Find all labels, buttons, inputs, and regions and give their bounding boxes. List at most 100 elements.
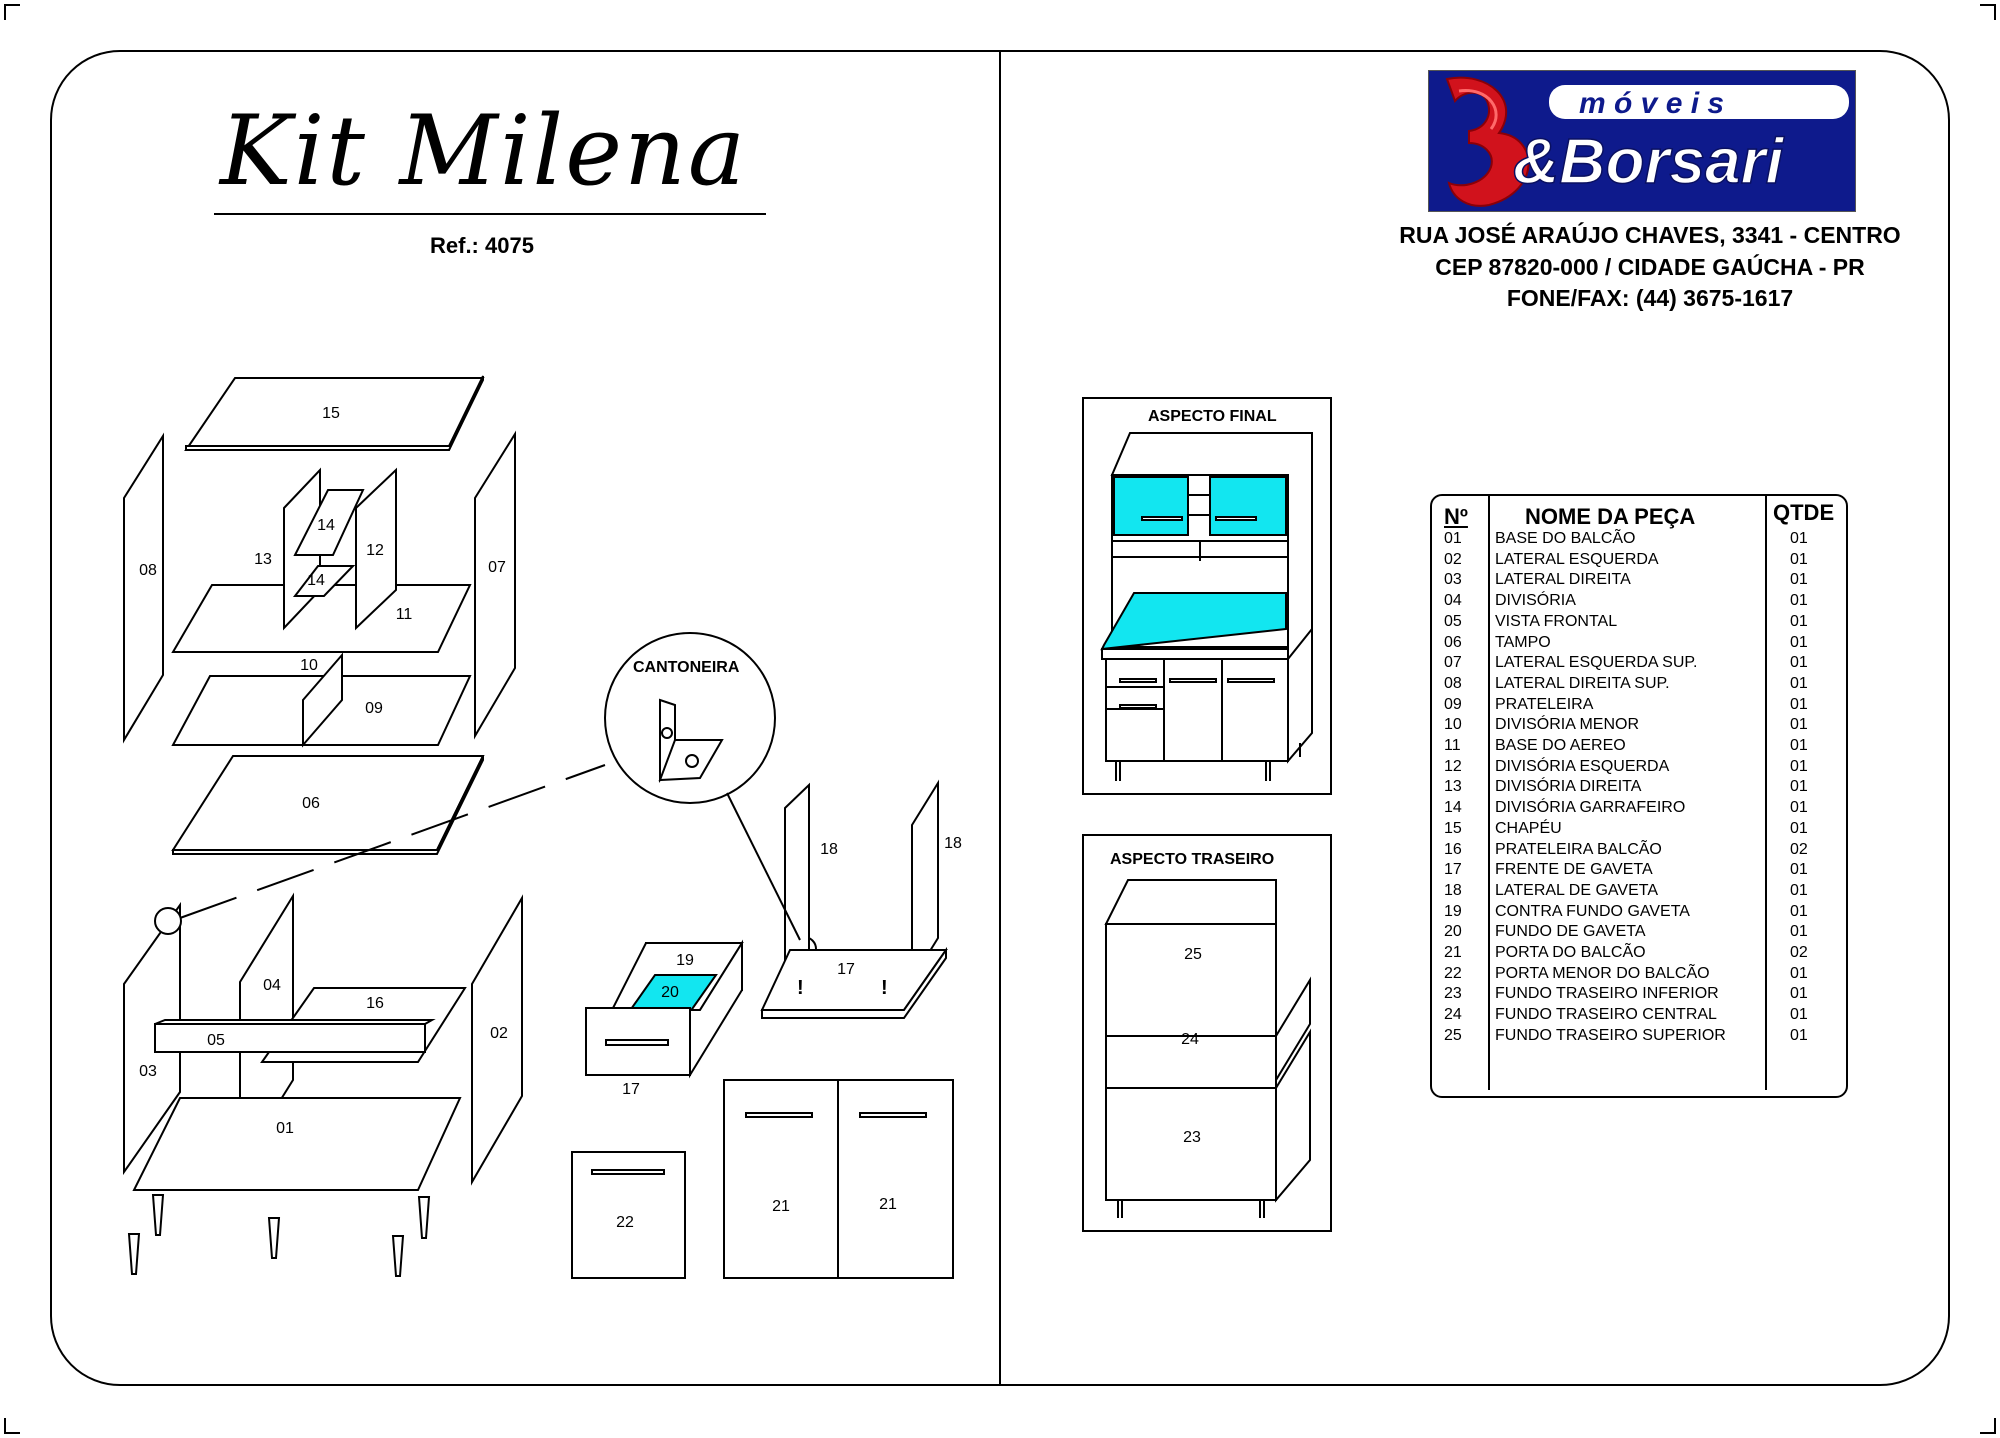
aspecto-final-label: ASPECTO FINAL xyxy=(1148,408,1277,425)
row-part-name: LATERAL DIREITA xyxy=(1495,571,1631,589)
num-11: 11 xyxy=(396,606,413,623)
num-16: 16 xyxy=(366,995,384,1012)
table-row: 14 DIVISÓRIA GARRAFEIRO 01 xyxy=(1440,799,1840,819)
row-number: 09 xyxy=(1444,695,1462,713)
num-03: 03 xyxy=(139,1063,157,1080)
row-number: 06 xyxy=(1444,633,1462,651)
row-part-name: BASE DO BALCÃO xyxy=(1495,530,1636,547)
row-number: 16 xyxy=(1444,840,1462,858)
row-number: 08 xyxy=(1444,674,1462,692)
row-quantity: 01 xyxy=(1790,1026,1808,1044)
num-22: 22 xyxy=(616,1214,634,1231)
row-quantity: 01 xyxy=(1790,799,1808,817)
num-10: 10 xyxy=(300,657,318,674)
table-header-number: Nº xyxy=(1444,504,1468,529)
row-number: 22 xyxy=(1444,964,1462,982)
num-12: 12 xyxy=(366,542,384,559)
leg xyxy=(127,1233,141,1275)
num-17b: 17 xyxy=(837,961,855,978)
row-number: 17 xyxy=(1444,861,1462,879)
aspecto-traseiro-panel xyxy=(1082,834,1332,1232)
table-row: 06 TAMPO 01 xyxy=(1440,634,1840,654)
row-number: 14 xyxy=(1444,799,1462,817)
row-part-name: LATERAL DIREITA SUP. xyxy=(1495,674,1670,692)
num-25: 25 xyxy=(1184,946,1202,963)
row-number: 07 xyxy=(1444,654,1462,672)
row-part-name: PORTA MENOR DO BALCÃO xyxy=(1495,964,1710,982)
num-04: 04 xyxy=(263,977,281,994)
row-part-name: VISTA FRONTAL xyxy=(1495,612,1618,630)
num-05: 05 xyxy=(207,1032,225,1049)
svg-text:!: ! xyxy=(881,977,888,999)
crop-mark-bl xyxy=(4,1418,20,1434)
reference-number: Ref.: 4075 xyxy=(430,233,534,258)
table-col-divider-1 xyxy=(1488,494,1490,1090)
row-number: 24 xyxy=(1444,1006,1462,1024)
row-number: 13 xyxy=(1444,778,1462,796)
table-row: 03 LATERAL DIREITA 01 xyxy=(1440,571,1840,591)
num-17a: 17 xyxy=(622,1081,640,1098)
row-quantity: 01 xyxy=(1790,737,1808,754)
row-part-name: CHAPÉU xyxy=(1495,819,1562,837)
part-12-divisoria xyxy=(355,467,397,631)
company-logo: m ó v e i s &Borsari xyxy=(1428,70,1856,212)
title-underline xyxy=(214,213,766,215)
row-part-name: FUNDO DE GAVETA xyxy=(1495,923,1646,941)
row-quantity: 01 xyxy=(1790,633,1808,651)
row-number: 04 xyxy=(1444,592,1462,610)
row-quantity: 01 xyxy=(1790,902,1808,920)
row-part-name: DIVISÓRIA xyxy=(1495,592,1576,610)
row-number: 03 xyxy=(1444,571,1462,589)
aspecto-final-panel xyxy=(1082,397,1332,795)
row-quantity: 02 xyxy=(1790,840,1808,858)
address-line-3: FONE/FAX: (44) 3675-1617 xyxy=(1506,285,1794,311)
leg xyxy=(417,1196,431,1239)
row-part-name: PRATELEIRA xyxy=(1495,695,1594,713)
part-08-lateral xyxy=(123,432,164,744)
row-quantity: 02 xyxy=(1790,944,1808,961)
row-part-name: PRATELEIRA BALCÃO xyxy=(1495,840,1662,858)
aspecto-traseiro-drawing: 25 24 23 xyxy=(1104,879,1311,1218)
table-row: 04 DIVISÓRIA 01 xyxy=(1440,592,1840,612)
num-23: 23 xyxy=(1183,1129,1201,1146)
row-part-name: DIVISÓRIA GARRAFEIRO xyxy=(1495,799,1686,817)
row-quantity: 01 xyxy=(1790,654,1808,672)
row-part-name: BASE DO AEREO xyxy=(1495,737,1626,754)
num-24: 24 xyxy=(1181,1031,1199,1048)
address-line-2: CEP 87820-000 / CIDADE GAÚCHA - PR xyxy=(1435,254,1865,280)
row-part-name: FUNDO TRASEIRO CENTRAL xyxy=(1495,1006,1717,1024)
row-number: 23 xyxy=(1444,985,1462,1003)
row-quantity: 01 xyxy=(1790,571,1808,589)
table-row: 11 BASE DO AEREO 01 xyxy=(1440,737,1840,757)
num-02: 02 xyxy=(490,1025,508,1042)
num-20: 20 xyxy=(661,984,679,1001)
row-quantity: 01 xyxy=(1790,819,1808,837)
row-part-name: DIVISÓRIA ESQUERDA xyxy=(1495,757,1670,775)
row-part-name: TAMPO xyxy=(1495,633,1551,651)
num-21b: 21 xyxy=(879,1196,897,1213)
row-number: 21 xyxy=(1444,944,1462,961)
row-number: 15 xyxy=(1444,819,1462,837)
row-quantity: 01 xyxy=(1790,985,1808,1003)
logo-big-text: &Borsari xyxy=(1513,125,1785,197)
row-quantity: 01 xyxy=(1790,757,1808,775)
row-number: 10 xyxy=(1444,716,1462,734)
row-quantity: 01 xyxy=(1790,592,1808,610)
row-part-name: LATERAL ESQUERDA xyxy=(1495,550,1659,568)
row-number: 11 xyxy=(1444,737,1461,754)
row-number: 18 xyxy=(1444,881,1462,899)
part-18b xyxy=(911,779,939,984)
aspecto-final-drawing xyxy=(1100,432,1313,781)
